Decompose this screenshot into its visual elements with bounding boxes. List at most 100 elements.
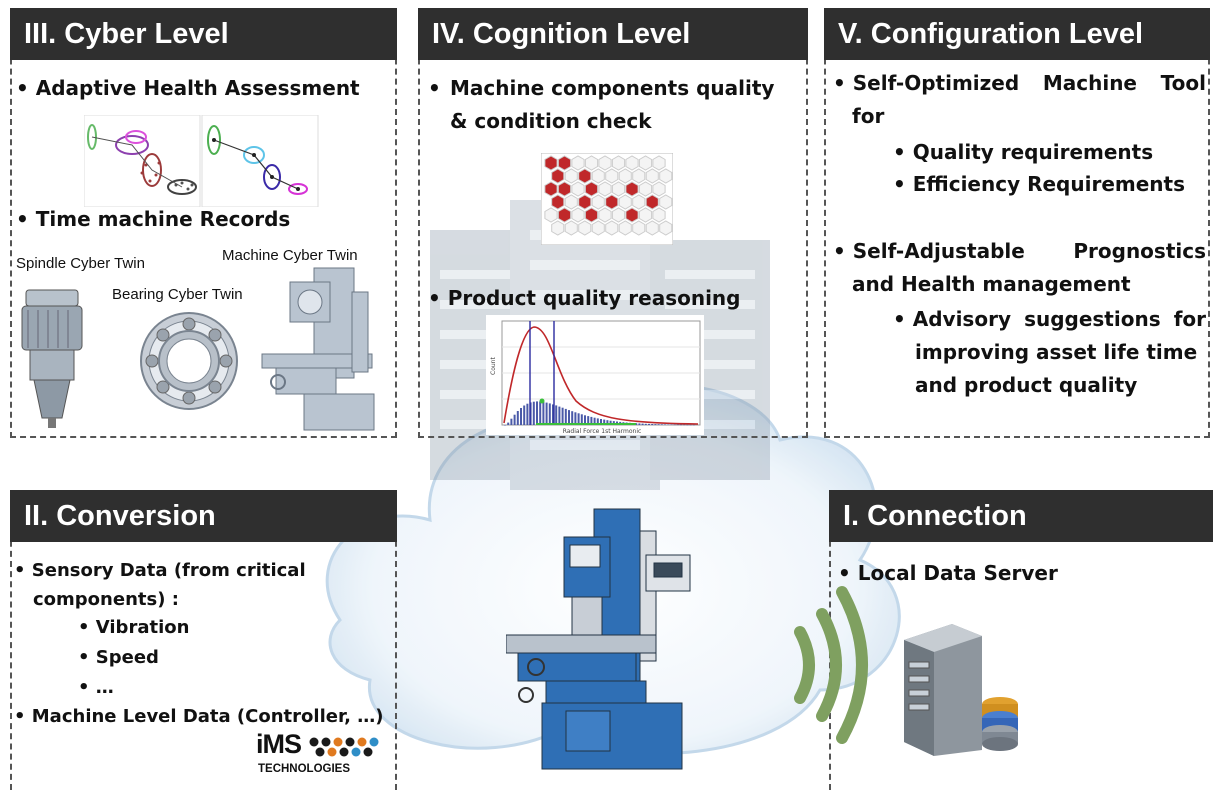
cyber-level-title: III. Cyber Level (10, 8, 397, 60)
hex-cell (625, 155, 639, 171)
histogram-bar (520, 408, 522, 425)
force-distribution-histogram: Radial Force 1st Harmonic Count (486, 315, 704, 435)
hex-cell (632, 194, 646, 210)
hex-cell (544, 207, 558, 223)
hex-cell (584, 155, 599, 171)
hex-cell (564, 168, 578, 184)
histogram-bar (584, 415, 586, 425)
histogram-bar (513, 414, 516, 425)
hex-cell (551, 168, 565, 184)
hex-cell (591, 220, 605, 236)
health-assessment-plots (84, 115, 319, 207)
histogram-bar (580, 414, 583, 425)
hex-cell (652, 207, 666, 223)
hex-cell (618, 194, 632, 210)
histogram-bar (670, 424, 673, 425)
hex-cell (557, 207, 572, 223)
histogram-bar (600, 419, 602, 425)
hex-cell (564, 194, 578, 210)
conversion-sub-more: • … (78, 677, 114, 698)
histogram-bar (638, 423, 641, 425)
connection-bullet-local-server: • Local Data Server (838, 561, 1058, 585)
conversion-sub-speed: • Speed (78, 647, 159, 668)
histogram-bar (545, 402, 548, 425)
config-bullet-self-optimized-line1: • Self-Optimized Machine Tool (833, 71, 1206, 95)
histogram-bar (548, 403, 551, 425)
histogram-bar (683, 424, 686, 426)
config-s3-word1: • Advisory (893, 307, 1011, 331)
histogram-bar (555, 405, 558, 425)
config-sub-quality: • Quality requirements (893, 140, 1154, 164)
conversion-sub-vibration: • Vibration (78, 617, 190, 638)
histogram-bar (593, 417, 596, 425)
config-sub-efficiency: • Efficiency Requirements (893, 172, 1185, 196)
hex-cell (645, 168, 659, 184)
hex-cell (578, 194, 592, 210)
hex-cell (551, 220, 565, 236)
machine-twin-illustration (261, 267, 375, 431)
histogram-bar (603, 419, 606, 425)
histogram-bar (587, 416, 590, 425)
ims-logo-text: iMS (256, 729, 302, 759)
histogram-bar (664, 424, 666, 425)
hex-cell (638, 207, 653, 223)
connection-level-title: I. Connection (829, 490, 1213, 542)
hex-cell (557, 155, 572, 171)
conversion-level-title: II. Conversion (10, 490, 397, 542)
histogram-bar (609, 420, 612, 425)
config-bullet-self-adjustable-line2: and Health management (852, 272, 1131, 296)
ims-logo: iMS TECHNOLOGIES (256, 729, 386, 779)
histogram-bar (590, 416, 593, 425)
hex-cell (571, 181, 585, 197)
histogram-bar (686, 424, 689, 426)
histogram-bar (574, 412, 577, 425)
histogram-bar (564, 408, 567, 425)
hex-cell (659, 194, 673, 210)
histogram-bar (568, 410, 570, 425)
hex-cell (611, 181, 626, 197)
hex-cell (571, 155, 585, 171)
histogram-bar (542, 401, 545, 425)
histogram-bar (680, 424, 682, 426)
histogram-xlabel: Radial Force 1st Harmonic (563, 428, 642, 435)
histogram-ylabel: Count (490, 357, 497, 375)
histogram-bar (648, 423, 650, 425)
histogram-bar (596, 418, 599, 425)
histogram-bar (532, 401, 535, 425)
hex-cell (557, 181, 572, 197)
histogram-bar (644, 423, 647, 425)
wireless-signal-icon (794, 586, 868, 744)
cyber-bullet-records: • Time machine Records (16, 207, 291, 231)
config-b1-word1: • Self-Optimized (833, 71, 1020, 95)
hex-cell (584, 207, 599, 223)
cognition-bullet-components-line1: Machine components quality (450, 76, 775, 100)
hex-cell (544, 181, 558, 197)
histogram-bar (651, 424, 654, 425)
histogram-bar (676, 424, 679, 426)
conversion-bullet-sensory-line1: • Sensory Data (from critical (14, 560, 306, 581)
hex-cell (645, 220, 659, 236)
data-server-icon (904, 624, 1018, 756)
histogram-bar (536, 401, 538, 425)
configuration-level-title: V. Configuration Level (824, 8, 1210, 60)
hex-cell (591, 168, 605, 184)
config-b1-word3: Tool (1160, 71, 1206, 95)
hex-cell (618, 220, 632, 236)
hex-cell (605, 220, 619, 236)
histogram-bar (561, 407, 564, 425)
histogram-bar (571, 411, 574, 425)
config-b2-word1: • Self-Adjustable (833, 239, 1025, 263)
histogram-bar (667, 424, 670, 425)
conversion-bullet-machine-data: • Machine Level Data (Controller, …) (14, 706, 384, 727)
cluster-scatter (87, 124, 197, 195)
hex-cell (645, 194, 659, 210)
hex-cell (638, 155, 653, 171)
milling-machine-illustration (506, 508, 691, 770)
bearing-illustration (140, 312, 238, 410)
machine-twin-label: Machine Cyber Twin (222, 247, 358, 264)
hex-cell (638, 181, 653, 197)
histogram-bar (539, 401, 542, 425)
hex-cell (618, 168, 632, 184)
histogram-bar (516, 411, 519, 425)
histogram-bar (510, 418, 513, 425)
